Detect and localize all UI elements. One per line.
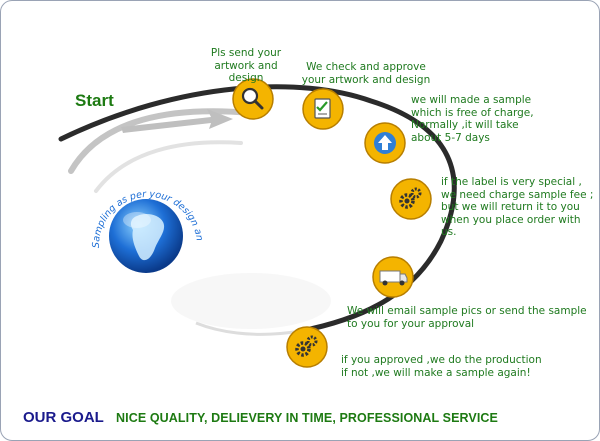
step-2-orb — [301, 87, 345, 131]
main-arc-tail — [195, 321, 302, 336]
delivery-van-icon — [372, 256, 414, 298]
step-3-text: we will made a sample which is free of c… — [411, 94, 534, 144]
step-1-text: Pls send your artwork and design — [210, 47, 282, 84]
upload-arrow-icon — [364, 122, 406, 164]
step-1-orb — [231, 77, 275, 121]
globe-icon: Sampling as per your design and — [76, 160, 205, 273]
gears-icon — [390, 178, 432, 220]
step-3-orb — [363, 121, 407, 165]
step-4-text: if the label is very special , we need c… — [441, 176, 594, 238]
goal-label: OUR GOAL — [23, 409, 104, 426]
step-2-text: We check and approve your artwork and de… — [301, 61, 431, 86]
magnifier-icon — [232, 78, 274, 120]
start-arrow — [121, 109, 233, 133]
goal-text: NICE QUALITY, DELIEVERY IN TIME, PROFESS… — [116, 411, 498, 425]
grey-swoosh-inner — [94, 140, 243, 193]
step-6-text: if you approved ,we do the production if… — [341, 354, 542, 379]
main-arc — [58, 84, 457, 334]
start-label: Start — [75, 91, 114, 110]
step-4-orb — [389, 177, 433, 221]
grey-swoosh — [68, 108, 254, 174]
checklist-icon — [302, 88, 344, 130]
step-5-text: We will email sample pics or send the sa… — [347, 305, 587, 330]
globe-emblem: Sampling as per your design and — [76, 160, 214, 303]
step-5-orb — [371, 255, 415, 299]
step-6-orb — [285, 325, 329, 369]
gears-icon — [286, 326, 328, 368]
